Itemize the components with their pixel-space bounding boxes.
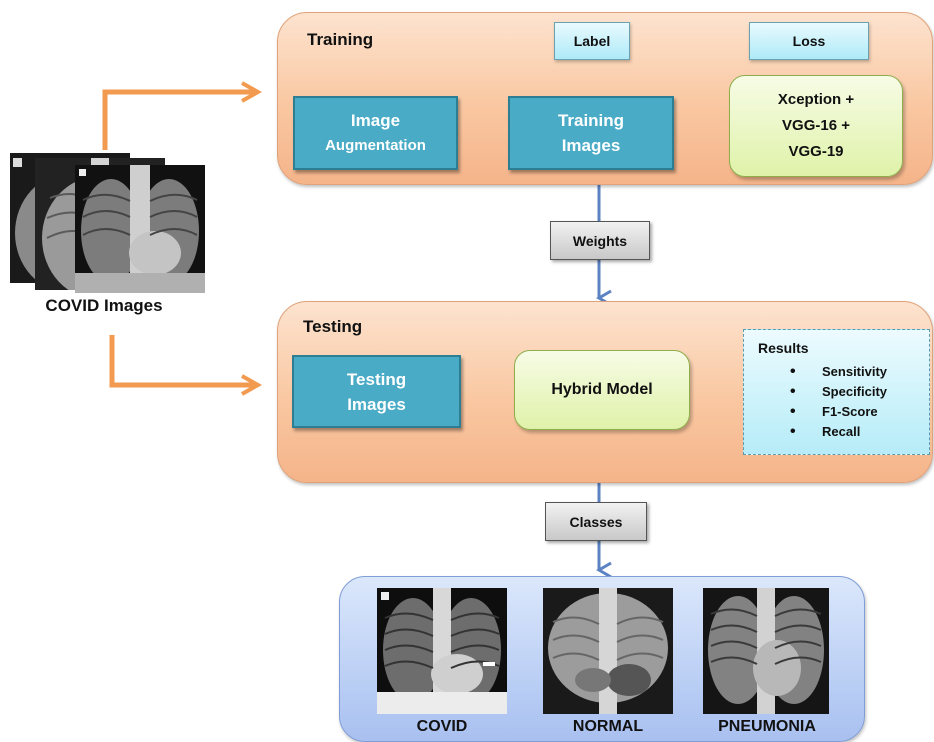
testing-images-line2: Images xyxy=(347,394,406,414)
results-item-sensitivity: Sensitivity xyxy=(744,362,929,382)
covid-xray xyxy=(377,588,507,714)
classes-box: Classes xyxy=(545,502,647,541)
hybrid-model-label: Hybrid Model xyxy=(551,381,653,398)
output-label-normal: NORMAL xyxy=(572,718,644,735)
model-line3: VGG-19 xyxy=(788,143,844,160)
weights-box: Weights xyxy=(550,221,650,260)
loss-box: Loss xyxy=(749,22,869,60)
model-ensemble-box: Xception + VGG-16 + VGG-19 xyxy=(729,75,903,177)
hybrid-model-box: Hybrid Model xyxy=(514,350,690,430)
source-xray-front xyxy=(75,165,205,293)
orange-arrow-training xyxy=(102,92,258,150)
image-augmentation-box: Image Augmentation xyxy=(293,96,458,170)
training-images-line2: Images xyxy=(561,136,621,155)
output-label-covid: COVID xyxy=(416,718,468,735)
testing-images-line1: Testing xyxy=(346,369,407,389)
image-augmentation-line1: Image xyxy=(350,111,401,130)
model-line2: VGG-16 + xyxy=(782,117,850,134)
label-box: Label xyxy=(554,22,630,60)
results-item-specificity: Specificity xyxy=(744,382,929,402)
results-item-f1-score: F1-Score xyxy=(744,402,929,422)
image-augmentation-line2: Augmentation xyxy=(325,137,426,154)
output-label-pneumonia: PNEUMONIA xyxy=(718,718,816,735)
normal-xray xyxy=(543,588,673,714)
testing-title: Testing xyxy=(303,317,363,336)
training-images-box: Training Images xyxy=(508,96,674,170)
results-box: Results Sensitivity Specificity F1-Score… xyxy=(743,329,930,455)
results-title: Results xyxy=(758,340,809,356)
training-title: Training xyxy=(307,30,374,49)
source-label: COVID Images xyxy=(45,296,163,315)
results-item-recall: Recall xyxy=(744,422,929,442)
orange-arrow-testing xyxy=(109,335,258,385)
model-line1: Xception + xyxy=(777,91,855,108)
training-images-line1: Training xyxy=(557,111,625,130)
results-list: Sensitivity Specificity F1-Score Recall xyxy=(744,362,929,442)
pneumonia-xray xyxy=(703,588,829,714)
testing-images-box: Testing Images xyxy=(292,355,461,428)
